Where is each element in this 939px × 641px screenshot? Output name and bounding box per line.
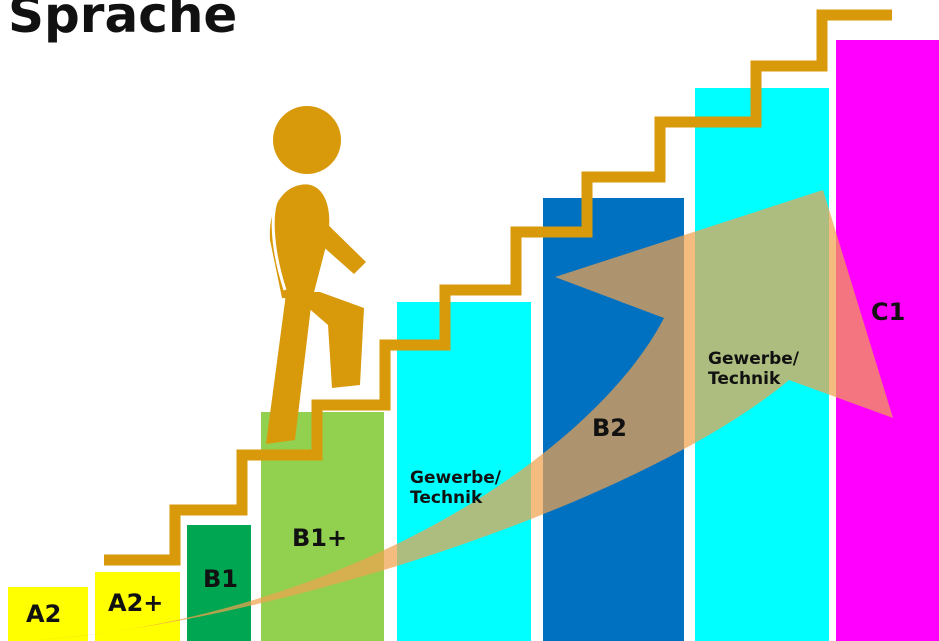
level-block-a2plus (95, 572, 180, 641)
level-label-gewerbe-technik-2: Gewerbe/ Technik (708, 349, 799, 389)
level-label-c1: C1 (871, 298, 906, 326)
level-label-gewerbe-technik-2-line2: Technik (708, 369, 781, 389)
level-label-b1plus: B1+ (292, 524, 348, 552)
level-block-a2 (8, 587, 88, 641)
stair-outline (104, 9, 892, 566)
walking-person-icon (266, 106, 366, 444)
progress-arrow (20, 190, 893, 641)
level-label-gewerbe-technik-2-line1: Gewerbe/ (708, 349, 800, 369)
level-block-b1 (187, 525, 251, 641)
level-label-b2: B2 (592, 414, 627, 442)
level-label-b1: B1 (203, 565, 238, 593)
level-label-gewerbe-technik-1-line2: Technik (410, 488, 483, 508)
level-label-a2plus: A2+ (108, 589, 164, 617)
page-title: Sprache (8, 0, 238, 44)
level-label-gewerbe-technik-1-line1: Gewerbe/ (410, 468, 502, 488)
level-label-gewerbe-technik-1: Gewerbe/ Technik (410, 468, 501, 508)
level-block-gewerbe-1 (397, 302, 531, 641)
level-label-a2: A2 (26, 600, 62, 628)
